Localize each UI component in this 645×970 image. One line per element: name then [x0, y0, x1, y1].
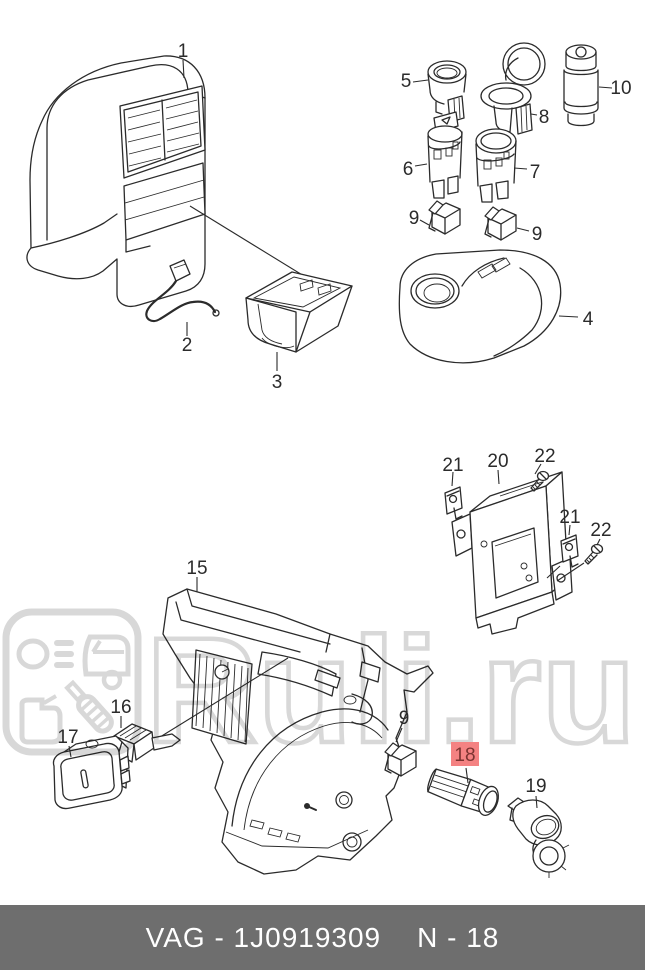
watermark: Ruli.ru: [2, 604, 638, 776]
shock-absorber-icon: [64, 669, 123, 734]
part-17-switch-drawing: [52, 735, 131, 810]
part-7-socket-housing-drawing: [475, 128, 517, 203]
callout-16[interactable]: 16: [110, 697, 131, 718]
callout-19[interactable]: 19: [525, 776, 546, 797]
part-10-lighter-element-drawing: [563, 44, 599, 127]
part-18-power-socket-drawing: [427, 768, 499, 816]
callout-9c[interactable]: 9: [399, 708, 410, 729]
callout-6[interactable]: 6: [403, 159, 414, 180]
callout-22a[interactable]: 22: [534, 446, 555, 467]
oil-canister-icon: [19, 694, 63, 745]
part-21-clip-drawing: [444, 486, 463, 520]
part-9-cap-drawing: [428, 200, 461, 235]
part-20-control-module-drawing: [451, 471, 573, 635]
callout-9b[interactable]: 9: [532, 224, 543, 245]
footer-page-ref: N - 18: [417, 921, 500, 953]
callout-18[interactable]: 18: [454, 745, 475, 766]
callout-2[interactable]: 2: [182, 335, 193, 356]
callout-9a[interactable]: 9: [409, 208, 420, 229]
callout-7[interactable]: 7: [530, 162, 541, 183]
callout-5[interactable]: 5: [401, 71, 412, 92]
part-5-mounting-ring-drawing: [427, 60, 467, 123]
part-19-socket-holder-drawing: [507, 797, 570, 878]
part-1-center-console-drawing: [26, 55, 206, 308]
callout-22b[interactable]: 22: [590, 520, 611, 541]
watermark-logo: [2, 608, 142, 756]
headlight-icon: [16, 638, 74, 670]
callout-10[interactable]: 10: [610, 78, 631, 99]
footer-bar: VAG - 1J0919309 N - 18: [0, 905, 645, 970]
car-door-icon: [82, 634, 131, 677]
callout-17[interactable]: 17: [57, 727, 78, 748]
callout-3[interactable]: 3: [272, 372, 283, 393]
callouts: 1 2 3 5 8 10 6 7 9 9 4 21 20 22 21 22 15…: [57, 41, 631, 797]
callout-8[interactable]: 8: [539, 107, 550, 128]
callout-20[interactable]: 20: [487, 451, 508, 472]
leader-lines: [68, 59, 613, 809]
footer-part-code: VAG - 1J0919309: [145, 921, 382, 953]
callout-1[interactable]: 1: [178, 41, 189, 62]
part-15-side-trim-panel-drawing: [162, 588, 434, 875]
callout-4[interactable]: 4: [583, 309, 594, 330]
part-22-screw-drawing: [584, 543, 604, 565]
diagram-canvas: Ruli.ru 1 2 3 5 8 10 6 7 9 9: [2, 41, 638, 878]
part-9-cap-drawing: [484, 206, 517, 241]
part-4-console-cover-drawing: [398, 249, 562, 364]
part-8-socket-flip-cap-drawing: [480, 42, 546, 135]
callout-21b[interactable]: 21: [559, 507, 580, 528]
leader-line: [546, 562, 585, 582]
part-6-insert-drawing: [427, 111, 463, 199]
part-3-storage-tray-drawing: [245, 271, 353, 353]
callout-15[interactable]: 15: [186, 558, 207, 579]
callout-21a[interactable]: 21: [442, 455, 463, 476]
callout-18-highlight[interactable]: [451, 742, 479, 766]
watermark-text: Ruli.ru: [146, 606, 636, 774]
leader-line: [151, 657, 289, 743]
part-2-wiring-harness-drawing: [145, 259, 220, 323]
